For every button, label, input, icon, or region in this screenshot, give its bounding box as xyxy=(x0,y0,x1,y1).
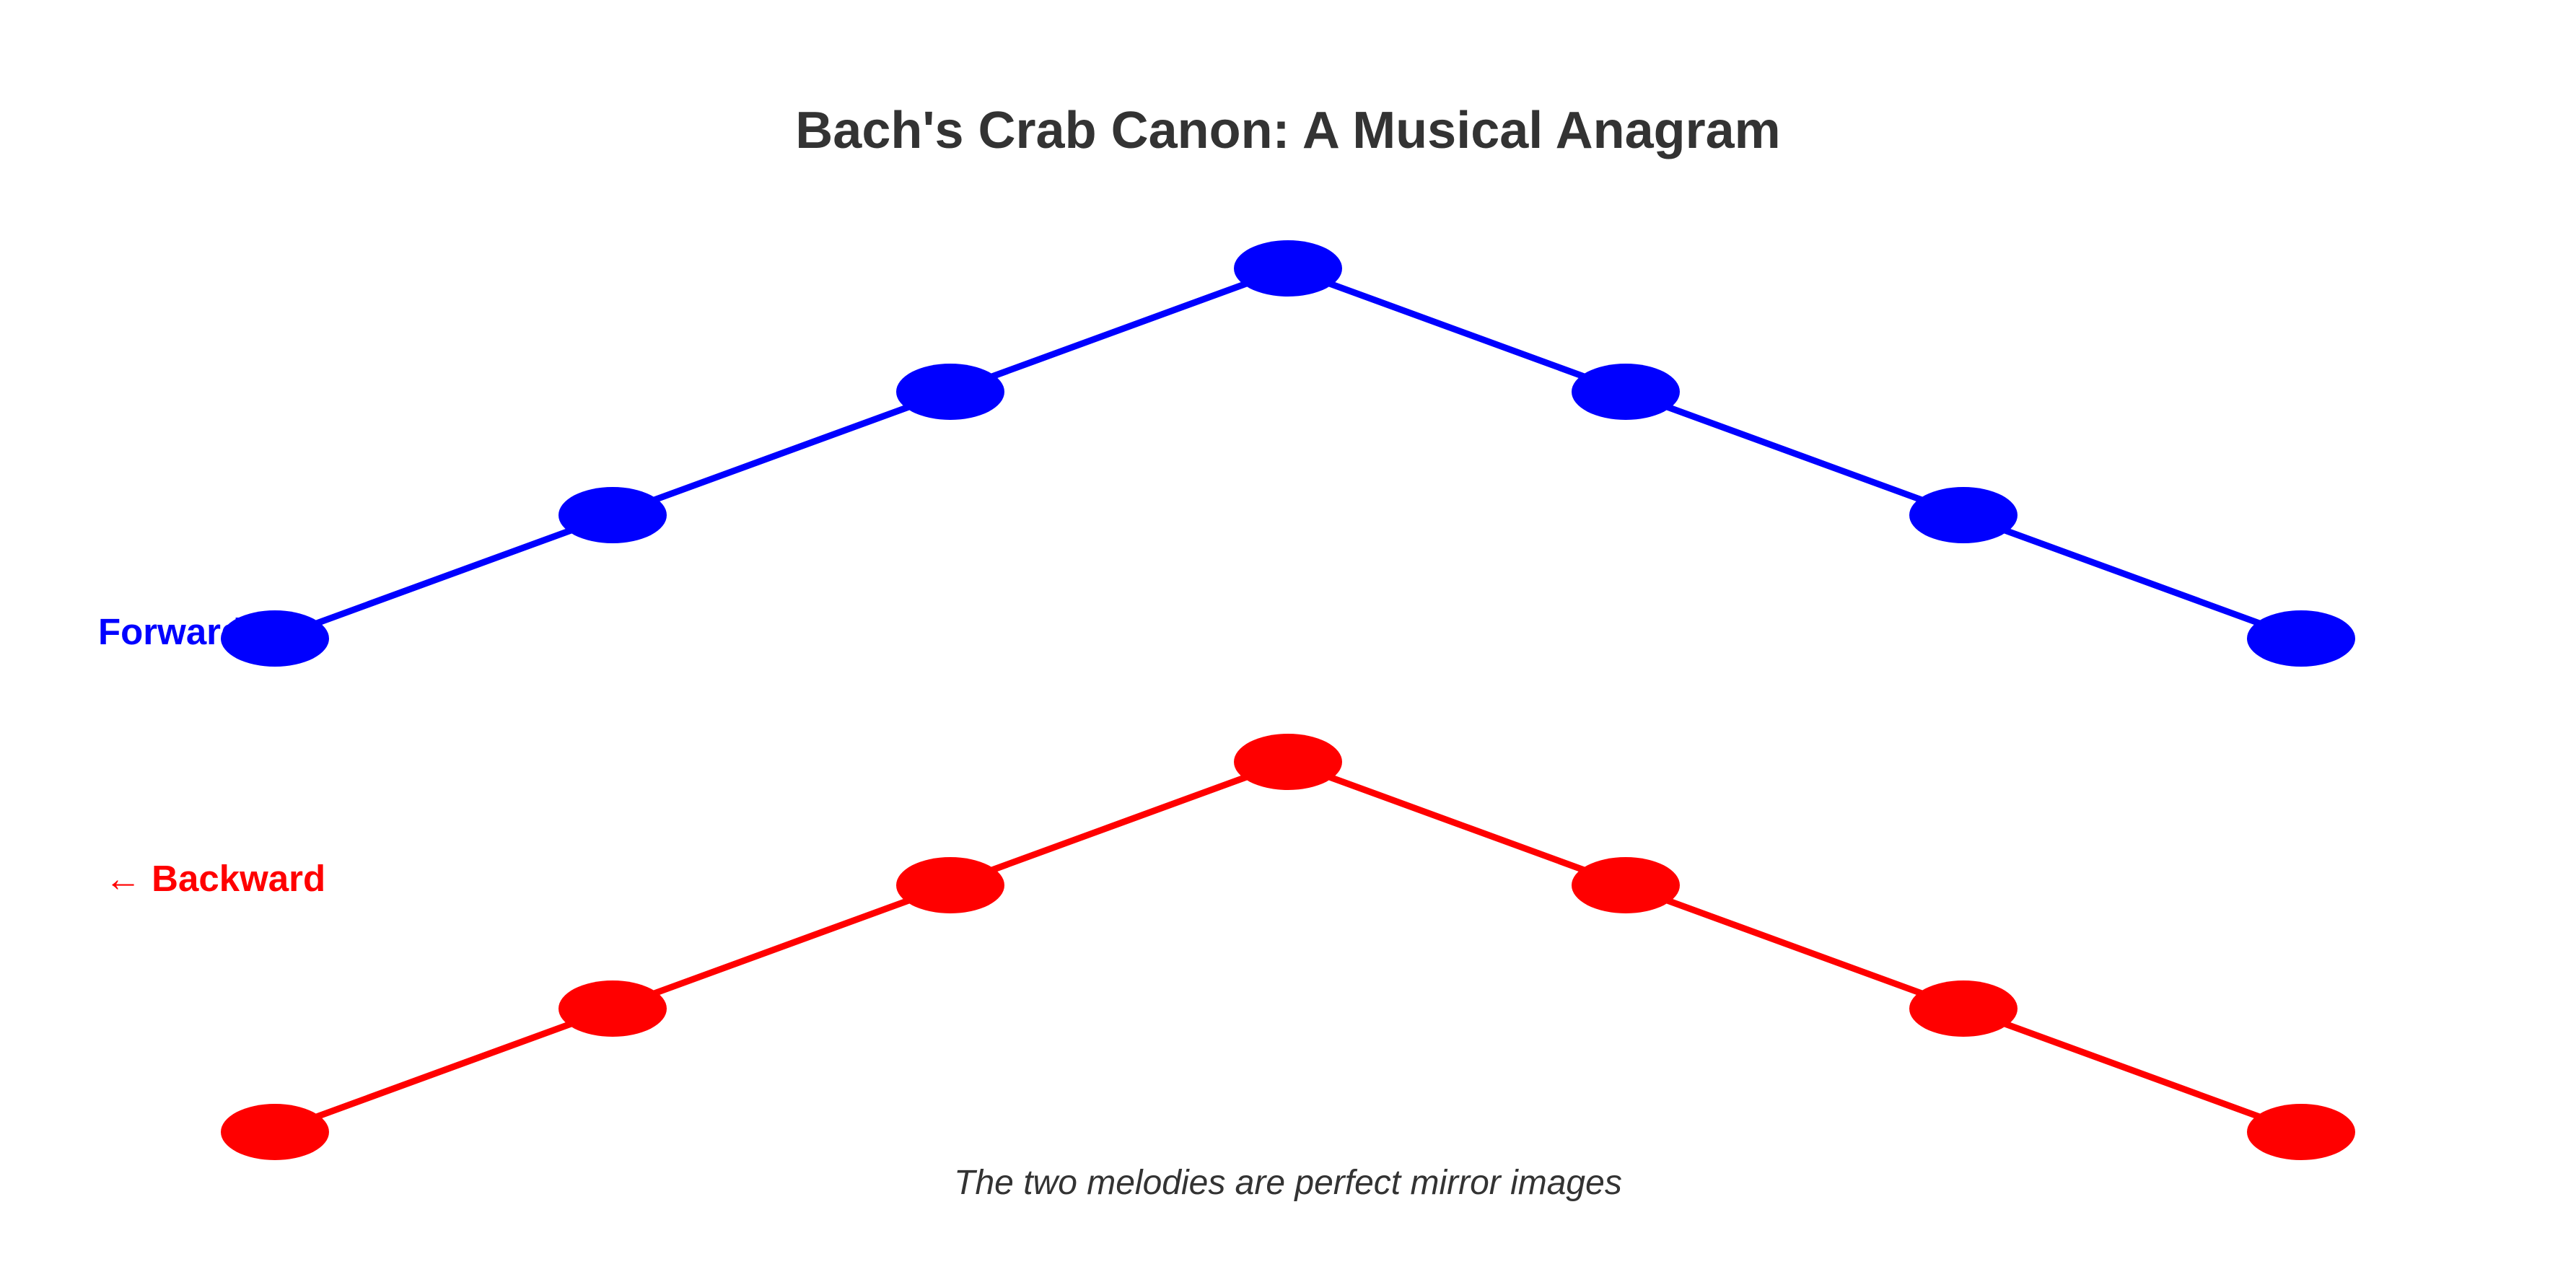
forward-melody-line xyxy=(273,265,2303,642)
backward-note-marker-5 xyxy=(1572,857,1680,913)
forward-melody-series xyxy=(221,240,2355,667)
backward-note-marker-2 xyxy=(558,980,667,1037)
forward-series-label: Forward xyxy=(98,611,244,652)
backward-note-marker-1 xyxy=(221,1104,329,1160)
forward-note-marker-2 xyxy=(558,487,667,543)
backward-melody-line xyxy=(273,758,2303,1136)
forward-note-marker-6 xyxy=(1909,487,2018,543)
backward-note-marker-6 xyxy=(1909,980,2018,1037)
forward-note-marker-5 xyxy=(1572,364,1680,420)
backward-note-marker-3 xyxy=(896,857,1004,913)
chart-title: Bach's Crab Canon: A Musical Anagram xyxy=(795,102,1781,159)
backward-series-label: ← Backward xyxy=(105,858,326,899)
backward-note-marker-7 xyxy=(2247,1104,2355,1160)
forward-note-marker-3 xyxy=(896,364,1004,420)
forward-note-marker-7 xyxy=(2247,610,2355,667)
backward-melody-series xyxy=(221,734,2355,1160)
backward-note-marker-4 xyxy=(1234,734,1342,790)
forward-note-marker-4 xyxy=(1234,240,1342,297)
forward-note-marker-1 xyxy=(221,610,329,667)
chart-caption: The two melodies are perfect mirror imag… xyxy=(954,1164,1622,1202)
